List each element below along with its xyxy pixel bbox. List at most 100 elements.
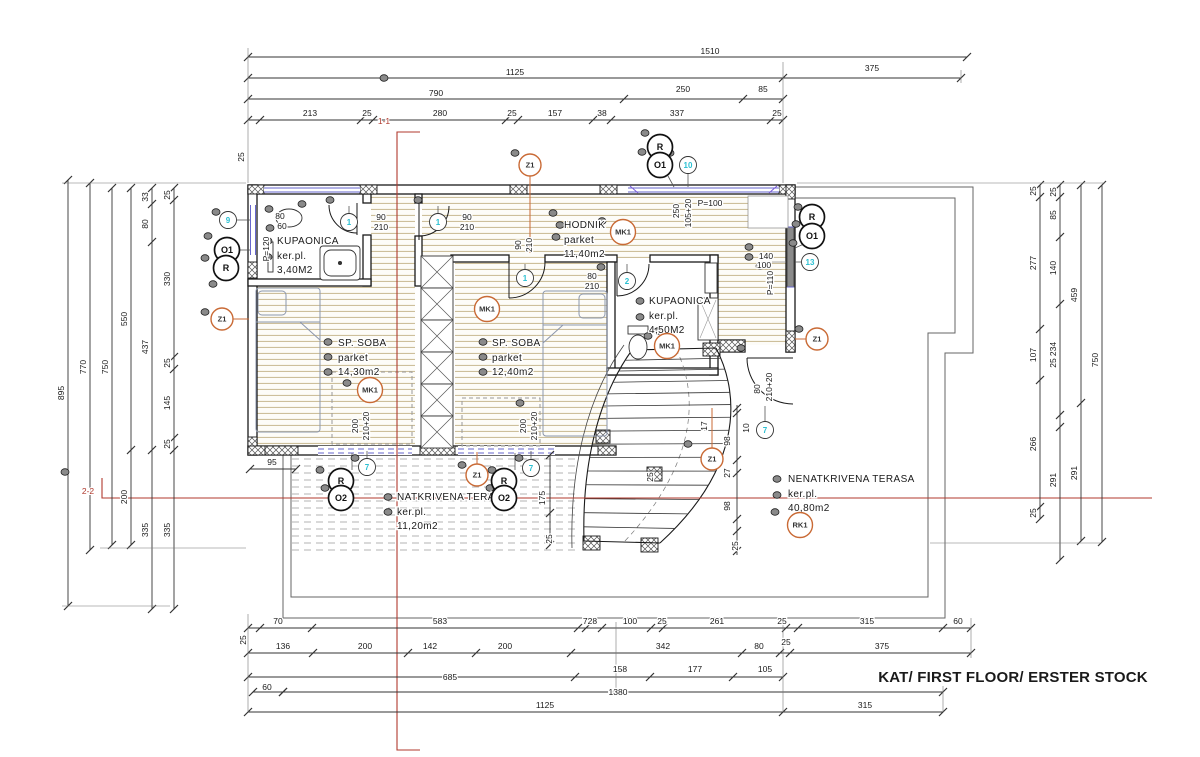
symbol-dot: [478, 338, 488, 346]
wardrobe-2: [461, 397, 541, 447]
dim-label: P=120: [261, 236, 271, 261]
symbol-dot: [791, 220, 801, 228]
marker-label: 10: [684, 161, 693, 170]
dim-label: 337: [670, 108, 684, 118]
symbol-dot: [315, 466, 325, 474]
dim-label: 33: [140, 192, 150, 202]
door-bath2: [616, 262, 650, 297]
marker-z1: [805, 327, 829, 351]
symbol-dot: [323, 368, 333, 376]
dim-label: 25: [362, 108, 372, 118]
room-floor: ker.pl.: [277, 251, 306, 262]
marker-label: O1: [806, 231, 818, 241]
dim-label: 140: [759, 251, 773, 261]
room-name: KUPAONICA: [649, 296, 711, 307]
dim-label: 750: [100, 360, 110, 374]
dim-label: 210+20: [529, 411, 539, 440]
dim-label: 60: [953, 616, 963, 626]
section-label: 1-1: [378, 116, 391, 126]
marker-label: 9: [226, 216, 231, 225]
marker-7: [756, 421, 774, 439]
dim-label: 105+20: [683, 198, 693, 227]
symbol-dot: [755, 262, 765, 270]
room-area: 11,40m2: [564, 249, 605, 260]
room-floor: parket: [492, 353, 522, 364]
dim-label: 107: [1028, 348, 1038, 362]
symbol-dot: [555, 221, 565, 229]
marker-label: Z1: [526, 161, 535, 170]
dim-label: 210+20: [361, 411, 371, 440]
marker-o1: [798, 222, 826, 250]
symbol-dot: [772, 491, 782, 499]
dim-label: 895: [56, 386, 66, 400]
symbol-dot: [514, 454, 524, 462]
dim-label: 210+20: [764, 372, 774, 401]
room-area: 40,80m2: [788, 503, 830, 514]
room-area: 12,40m2: [492, 367, 534, 378]
dim-label: 750: [1090, 353, 1100, 367]
dim-label: 136: [276, 641, 290, 651]
symbol-dot: [770, 508, 780, 516]
dim-label: 770: [78, 360, 88, 374]
dim-label: 234: [1048, 342, 1058, 356]
marker-label: O2: [335, 493, 347, 503]
dim-label: 200: [119, 490, 129, 504]
door-stairs: [746, 357, 794, 405]
dim-label: 17: [699, 421, 709, 431]
marker-7: [522, 459, 540, 477]
room-name: KUPAONICA: [277, 236, 339, 247]
symbol-dot: [794, 325, 804, 333]
dim-label: 266: [1028, 437, 1038, 451]
dim-label: 80: [275, 211, 285, 221]
dim-label: 140: [1048, 261, 1058, 275]
room-floor: parket: [564, 235, 594, 246]
room-floor: ker.pl.: [649, 311, 678, 322]
symbol-dot: [487, 466, 497, 474]
dimension-lines: [62, 48, 1107, 717]
dim-label: 175: [537, 491, 547, 505]
dim-label: 1510: [701, 46, 720, 56]
dim-label: 315: [858, 700, 872, 710]
symbol-dot: [635, 313, 645, 321]
dim-label: 200: [358, 641, 372, 651]
marker-label: 2: [625, 277, 630, 286]
dim-label: 85: [758, 84, 768, 94]
dim-label: 85: [1048, 210, 1058, 220]
orange-leaders: [233, 176, 806, 464]
dim-label: 250: [676, 84, 690, 94]
dim-label: 80: [587, 271, 597, 281]
dim-label: 70: [273, 616, 283, 626]
symbol-dot: [203, 232, 213, 240]
dim-label: 291: [1069, 466, 1079, 480]
dim-label: P=110: [765, 271, 775, 295]
marker-10: [679, 156, 697, 174]
dim-label: 105: [758, 664, 772, 674]
dim-label: 25: [162, 439, 172, 449]
marker-z1: [210, 307, 234, 331]
symbol-dot: [200, 254, 210, 262]
dim-label: 25: [1048, 358, 1058, 368]
dim-label: 25: [238, 635, 248, 645]
marker-13: [801, 253, 819, 271]
dim-label: 250: [671, 204, 681, 218]
dim-label: 90: [513, 240, 523, 250]
symbol-dots: [60, 74, 804, 516]
marker-o2: [327, 484, 355, 512]
marker-label: 7: [365, 463, 370, 472]
symbol-dot: [263, 237, 273, 245]
windows: [249, 185, 795, 455]
marker-label: 7: [763, 426, 768, 435]
bed-1: [255, 287, 321, 433]
dim-label: 25: [1028, 508, 1038, 518]
room-area: 4,50M2: [649, 325, 685, 336]
dim-label: 25: [507, 108, 517, 118]
marker-label: R: [501, 476, 508, 486]
marker-rk1: [786, 511, 814, 539]
dim-label: 90: [462, 212, 472, 222]
symbol-dot: [640, 129, 650, 137]
dim-label: 98: [722, 501, 732, 511]
dim-label: 25: [1028, 186, 1038, 196]
doors: [328, 203, 794, 405]
dim-label: 25: [777, 616, 787, 626]
